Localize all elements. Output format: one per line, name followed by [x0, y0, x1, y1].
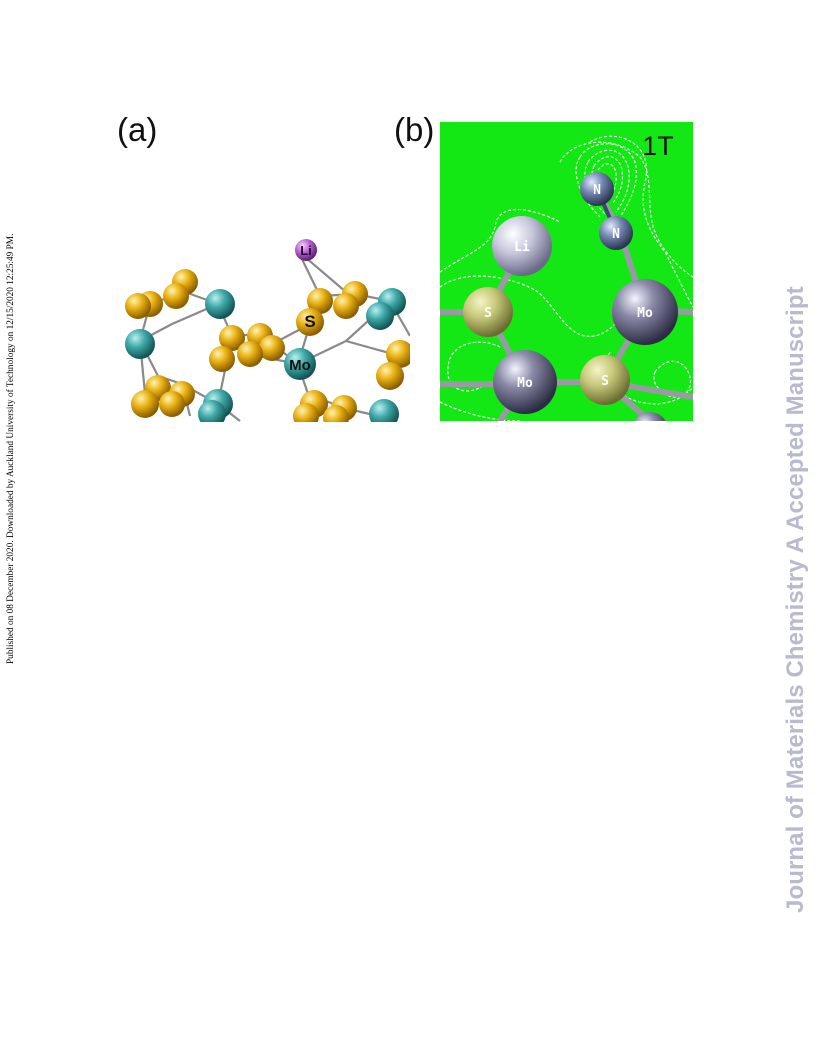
s-atom-label: S: [304, 312, 315, 331]
mo-atom-label-bottom: Mo: [517, 376, 533, 391]
publication-note: Published on 08 December 2020. Downloade…: [6, 233, 16, 664]
phase-label: 1T: [642, 131, 674, 161]
atom-spheres: [125, 239, 410, 422]
n-atom-label-bottom: N: [612, 227, 620, 242]
journal-watermark: Journal of Materials Chemistry A Accepte…: [782, 286, 809, 913]
atom-spheres-b: [463, 172, 678, 421]
s-atom-label-left: S: [484, 306, 492, 321]
mo-atom-label-right: Mo: [637, 306, 653, 321]
n-atom-label-top: N: [593, 183, 601, 198]
mo-atom-label: Mo: [289, 357, 311, 374]
contour-background: [440, 122, 693, 421]
li-atom-label-b: Li: [514, 240, 530, 255]
panel-b-contour-map: 1T N N Li S Mo Mo S: [440, 122, 693, 421]
contour-lines: [440, 135, 693, 421]
panel-b-label: (b): [394, 111, 435, 148]
panel-a-structure: Li S Mo: [125, 239, 410, 422]
s-atom-label-bottom: S: [601, 374, 609, 389]
li-atom-label: Li: [300, 243, 312, 258]
panel-a-label: (a): [117, 111, 158, 148]
